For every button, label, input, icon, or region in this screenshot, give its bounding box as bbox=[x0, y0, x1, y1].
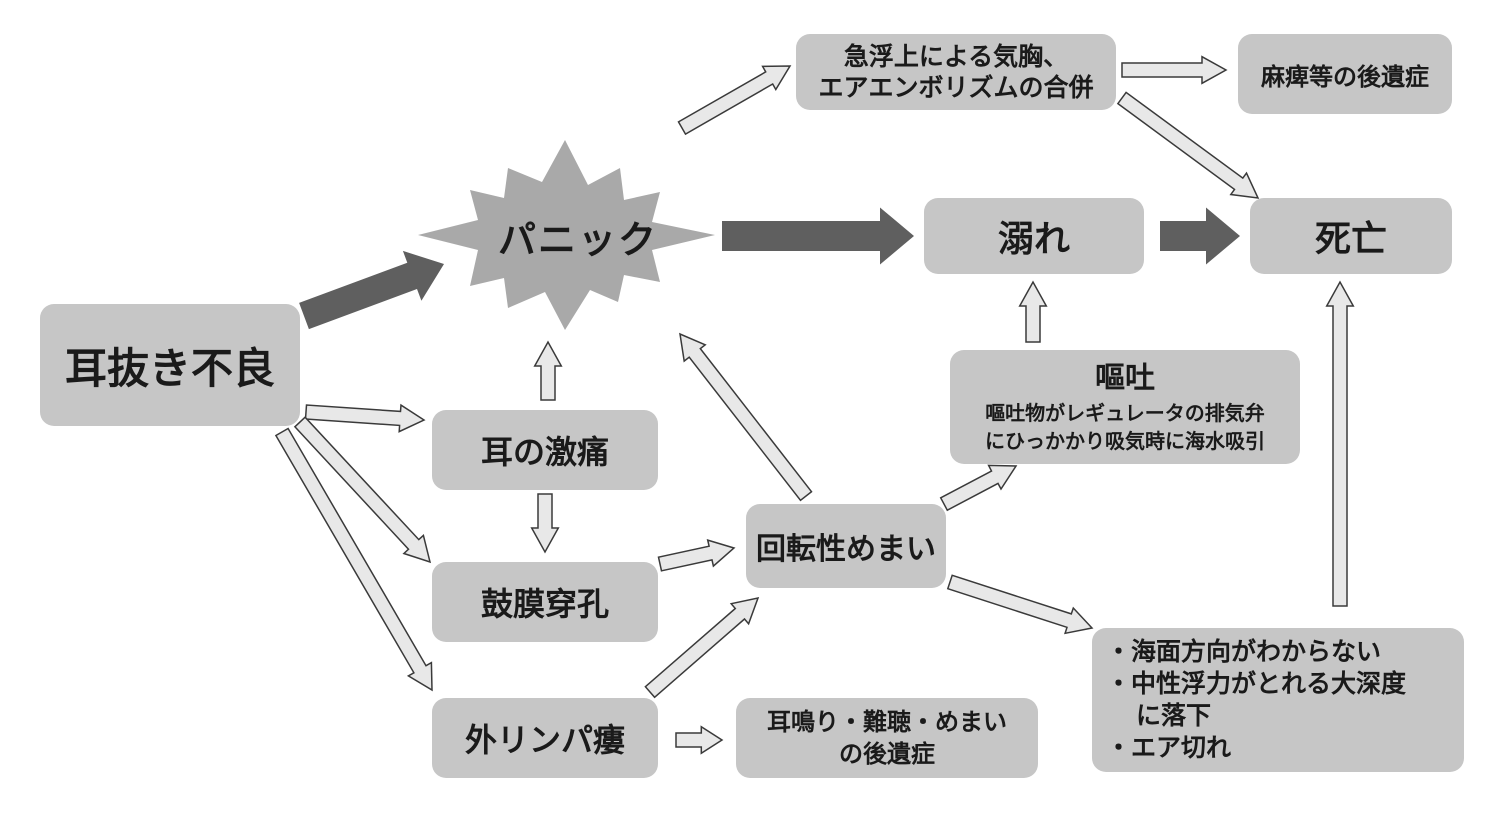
drowning-node: 溺れ bbox=[924, 198, 1144, 274]
disorientation-node: ・海面方向がわからない ・中性浮力がとれる大深度 に落下 ・エア切れ bbox=[1092, 628, 1464, 772]
list-item: ・海面方向がわからない bbox=[1106, 637, 1382, 666]
arrow-fistula-to-vertigo bbox=[644, 596, 760, 699]
arrow-eardrum-to-vertigo bbox=[657, 539, 736, 572]
paralysis-sequelae-node: 麻痺等の後遺症 bbox=[1238, 34, 1452, 114]
embolism-node: 急浮上による気胸、 エアエンボリズムの合併 bbox=[796, 34, 1116, 110]
panic-burst bbox=[418, 140, 715, 330]
arrow-fistula-to-tinnitus bbox=[675, 725, 724, 755]
arrow-panic-to-embolism bbox=[677, 65, 792, 136]
start-node: 耳抜き不良 bbox=[40, 304, 300, 426]
arrow-start-to-eardrum bbox=[293, 416, 432, 564]
vertigo-node: 回転性めまい bbox=[746, 504, 946, 588]
arrow-vertigo-to-panic bbox=[679, 332, 813, 502]
arrow-start-to-ear-pain bbox=[304, 403, 426, 433]
arrow-embolism-to-death bbox=[1116, 91, 1260, 199]
eardrum-perforation-node: 鼓膜穿孔 bbox=[432, 562, 658, 642]
death-node: 死亡 bbox=[1250, 198, 1452, 274]
tinnitus-sequelae-node: 耳鳴り・難聴・めまい の後遺症 bbox=[736, 698, 1038, 778]
arrow-start-to-panic bbox=[299, 250, 444, 330]
list-item: ・中性浮力がとれる大深度 bbox=[1106, 669, 1407, 698]
arrow-ear-pain-to-panic bbox=[533, 340, 563, 401]
arrow-embolism-to-paralysis bbox=[1121, 55, 1228, 85]
panic-label: パニック bbox=[497, 217, 658, 262]
list-item: に落下 bbox=[1136, 701, 1212, 730]
ear-pain-node: 耳の激痛 bbox=[432, 410, 658, 490]
perilymph-fistula-node: 外リンパ瘻 bbox=[432, 698, 658, 778]
arrow-drowning-to-death bbox=[1160, 207, 1240, 265]
arrow-start-to-fistula bbox=[274, 427, 433, 692]
arrow-disorientation-to-death bbox=[1325, 280, 1355, 607]
vomit-node: 嘔吐 嘔吐物がレギュレータの排気弁 にひっかかり吸気時に海水吸引 bbox=[950, 350, 1300, 464]
arrow-panic-to-drowning bbox=[722, 207, 914, 265]
arrow-vertigo-to-vomit bbox=[939, 464, 1018, 512]
arrow-ear-pain-to-eardrum bbox=[530, 493, 560, 554]
list-item: ・エア切れ bbox=[1106, 733, 1232, 762]
arrow-vomit-to-drowning bbox=[1018, 280, 1048, 343]
arrow-vertigo-to-disorientation bbox=[946, 574, 1094, 635]
